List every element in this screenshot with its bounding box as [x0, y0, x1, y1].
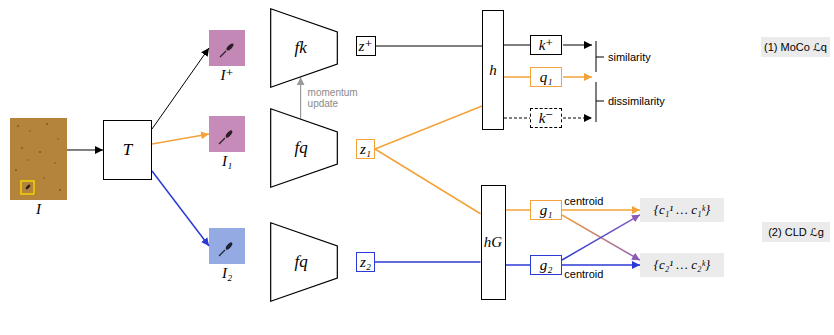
head-box: h — [482, 10, 504, 130]
connector — [152, 48, 209, 129]
connector — [562, 215, 640, 260]
encoder-trapezoid: fq — [270, 222, 338, 302]
view-image: I⁺ — [209, 30, 245, 66]
node-text: I₁ — [222, 153, 232, 170]
node-text: fq — [294, 139, 307, 158]
node-text: (1) MoCo ℒq — [764, 41, 827, 53]
feature-box: z₂ — [356, 252, 375, 272]
node-text: z₂ — [360, 254, 371, 271]
node-text: fq — [294, 253, 307, 272]
node-text: hG — [484, 234, 502, 251]
group-box: g₁ — [530, 200, 562, 220]
view-image: I₂ — [209, 228, 245, 264]
feature-box: z⁺ — [356, 36, 376, 56]
query-box: q₁ — [530, 67, 562, 87]
edge-label: centroid — [562, 268, 605, 280]
node-text: q₁ — [540, 69, 553, 86]
input-image: I — [10, 118, 67, 200]
node-text: I — [36, 201, 41, 218]
connector — [376, 46, 483, 47]
connector — [375, 106, 482, 149]
annotation-label: dissimilarity — [608, 95, 665, 107]
loss-tag: (1) MoCo ℒq — [761, 37, 830, 57]
connector — [504, 118, 530, 119]
node-text: I⁺ — [221, 67, 234, 84]
edge-label: momentum update — [306, 87, 362, 109]
encoder-shape — [271, 223, 338, 301]
encoder-trapezoid: fk — [270, 8, 338, 88]
encoder-trapezoid: fq — [270, 108, 338, 188]
node-text: g₁ — [540, 202, 553, 219]
connector — [300, 77, 301, 119]
connector — [506, 264, 531, 266]
head-box: hG — [481, 185, 506, 300]
connector — [152, 171, 209, 246]
node-text: T — [123, 141, 132, 160]
feature-box: z₁ — [356, 139, 375, 159]
node-text: {c₁¹ … c₁ᵏ} — [654, 203, 711, 217]
node-text: z⁺ — [359, 38, 373, 55]
connector — [562, 264, 640, 266]
connector — [504, 45, 530, 46]
node-text: fk — [294, 39, 306, 58]
node-text: (2) CLD ℒg — [768, 226, 824, 238]
edge-label: centroid — [562, 195, 605, 207]
connector — [562, 209, 640, 211]
centroid-set: {c₂¹ … c₂ᵏ} — [640, 253, 724, 277]
connector — [562, 215, 640, 260]
transform-box: T — [103, 120, 152, 180]
connector — [375, 261, 481, 263]
connector — [506, 209, 531, 211]
node-text: h — [489, 62, 497, 79]
annotation-label: similarity — [608, 51, 651, 63]
node-text: g₂ — [540, 257, 553, 274]
key-box: k⁻ — [530, 108, 562, 128]
group-box: g₂ — [530, 255, 562, 275]
connector — [504, 76, 530, 78]
node-text: k⁺ — [539, 37, 554, 54]
input-image — [10, 118, 67, 200]
node-text: I₂ — [222, 265, 232, 282]
connector — [152, 134, 209, 144]
connector — [67, 149, 103, 150]
encoder-shape — [271, 109, 338, 187]
key-box: k⁺ — [530, 35, 562, 55]
connector — [375, 149, 481, 214]
similarity-arrows — [563, 41, 604, 122]
centroid-set: {c₁¹ … c₁ᵏ} — [640, 198, 724, 222]
augmented-view — [209, 30, 245, 264]
loss-tag: (2) CLD ℒg — [762, 222, 830, 242]
node-text: k⁻ — [539, 110, 554, 127]
view-image: I₁ — [209, 116, 245, 152]
node-text: z₁ — [360, 141, 371, 158]
node-text: {c₂¹ … c₂ᵏ} — [654, 258, 711, 272]
encoder-shape — [271, 9, 338, 87]
